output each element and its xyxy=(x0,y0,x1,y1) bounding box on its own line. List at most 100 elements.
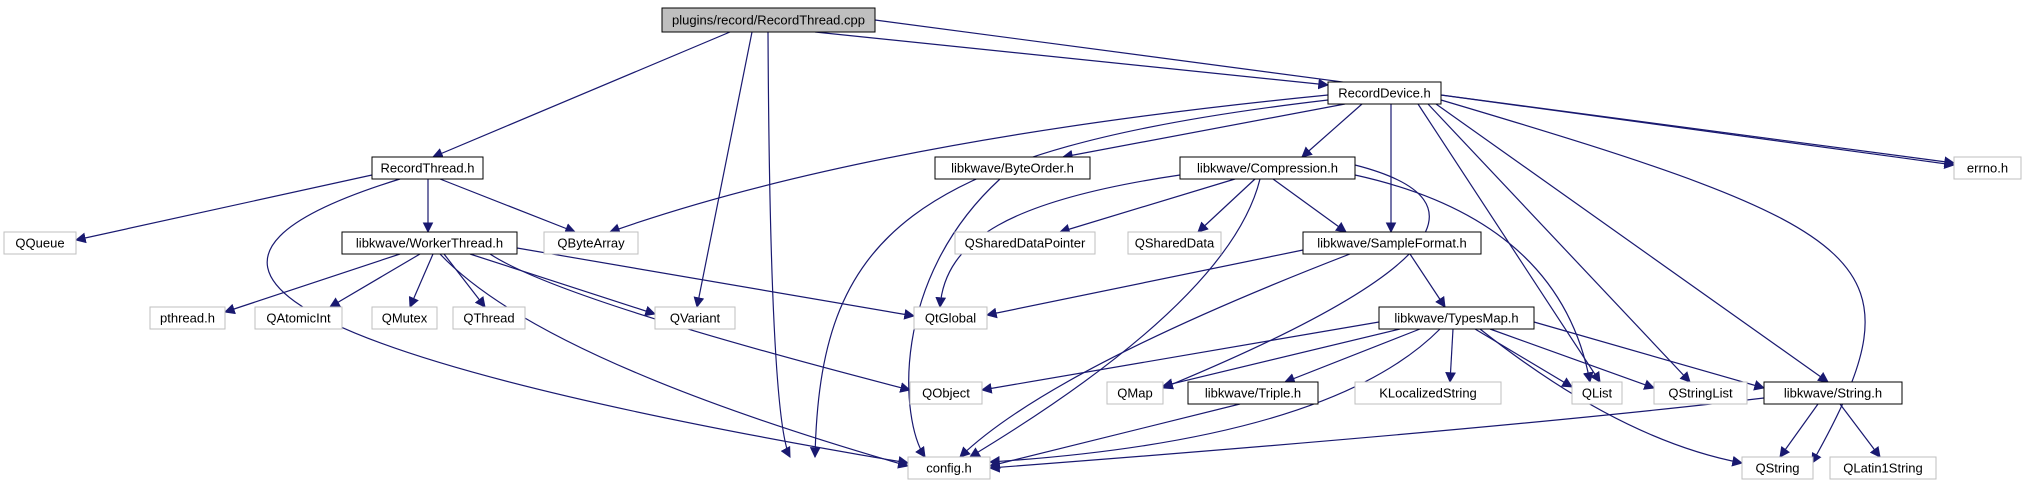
node-sampleformat[interactable]: libkwave/SampleFormat.h xyxy=(1302,231,1482,255)
edge-compression-to-sampleformat xyxy=(1272,178,1347,233)
node-label: QSharedData xyxy=(1135,236,1215,251)
node-typesmap[interactable]: libkwave/TypesMap.h xyxy=(1378,306,1535,330)
node-triple[interactable]: libkwave/Triple.h xyxy=(1187,381,1319,405)
node-box xyxy=(149,306,226,330)
node-label: libkwave/ByteOrder.h xyxy=(951,161,1074,176)
edge-typesmap-to-qobject xyxy=(980,321,1380,394)
node-box xyxy=(907,456,991,480)
node-qthread: QThread xyxy=(452,306,526,330)
node-box xyxy=(543,231,639,255)
node-qbytearray: QByteArray xyxy=(543,231,639,255)
graph-nodes: plugins/record/RecordThread.cppRecordDev… xyxy=(3,7,2022,480)
node-label: config.h xyxy=(926,461,972,476)
node-label: QAtomicInt xyxy=(266,311,331,326)
edge-root-to-recorddevice xyxy=(814,31,1330,90)
edge-recorddevice-to-config xyxy=(809,99,1329,459)
edge-recordthread-to-qqueue xyxy=(74,174,373,244)
edge-typesmap-to-klocalizedstring xyxy=(1445,328,1456,384)
node-box xyxy=(254,306,343,330)
node-qshareddata: QSharedData xyxy=(1127,231,1222,255)
node-box xyxy=(909,381,983,405)
edge-sampleformat-to-config xyxy=(959,253,1351,458)
node-box xyxy=(452,306,526,330)
node-label: libkwave/SampleFormat.h xyxy=(1317,236,1467,251)
edge-compression-to-config xyxy=(969,178,1261,458)
node-label: QVariant xyxy=(670,311,721,326)
node-label: QObject xyxy=(922,386,970,401)
edge-root-to-config xyxy=(767,31,791,458)
node-box xyxy=(1327,81,1442,105)
node-qmutex: QMutex xyxy=(371,306,438,330)
node-byteorder[interactable]: libkwave/ByteOrder.h xyxy=(934,156,1091,180)
node-box xyxy=(954,231,1096,255)
node-box xyxy=(1653,381,1748,405)
node-box xyxy=(1378,306,1535,330)
node-label: QQueue xyxy=(15,236,64,251)
edge-workerthread-to-config xyxy=(439,253,910,469)
node-compression[interactable]: libkwave/Compression.h xyxy=(1179,156,1356,180)
node-label: libkwave/TypesMap.h xyxy=(1394,311,1518,326)
node-label: libkwave/WorkerThread.h xyxy=(356,236,503,251)
node-root[interactable]: plugins/record/RecordThread.cpp xyxy=(661,7,876,33)
node-qtglobal: QtGlobal xyxy=(913,306,988,330)
edge-triple-to-config xyxy=(988,403,1241,469)
node-recorddevice[interactable]: RecordDevice.h xyxy=(1327,81,1442,105)
edge-recorddevice-to-compression xyxy=(1301,103,1363,158)
node-label: QSharedDataPointer xyxy=(965,236,1086,251)
edge-workerthread-to-qvariant xyxy=(469,253,657,317)
edge-recorddevice-to-qstring xyxy=(1440,99,1866,464)
node-box xyxy=(1302,231,1482,255)
node-label: libkwave/Compression.h xyxy=(1197,161,1338,176)
node-box xyxy=(1763,381,1903,405)
node-box xyxy=(1127,231,1222,255)
node-label: QString xyxy=(1755,461,1799,476)
edge-byteorder-to-config xyxy=(908,178,1001,458)
edge-string-to-config xyxy=(988,397,1765,473)
edge-compression-to-qshareddatapointer xyxy=(1058,178,1236,235)
edge-recorddevice-to-qbytearray xyxy=(608,94,1329,234)
edge-workerthread-to-qmutex xyxy=(408,253,434,308)
node-label: QMutex xyxy=(382,311,428,326)
edge-typesmap-to-string xyxy=(1533,321,1766,391)
edge-typesmap-to-qstring xyxy=(1479,328,1744,467)
node-string[interactable]: libkwave/String.h xyxy=(1763,381,1903,405)
node-label: QList xyxy=(1582,386,1613,401)
edge-workerthread-to-qobject xyxy=(489,253,912,393)
dependency-edges xyxy=(74,19,1956,473)
node-box xyxy=(1187,381,1319,405)
edge-root-to-recordthread xyxy=(432,31,731,159)
edge-compression-to-qlist xyxy=(1354,174,1594,384)
edge-typesmap-to-triple xyxy=(1283,328,1421,384)
node-label: QByteArray xyxy=(557,236,625,251)
node-qlatin1string: QLatin1String xyxy=(1829,456,1937,480)
edge-workerthread-to-qtglobal xyxy=(516,247,916,320)
node-box xyxy=(1179,156,1356,180)
node-label: KLocalizedString xyxy=(1379,386,1477,401)
node-box xyxy=(341,231,518,255)
edge-workerthread-to-qthread xyxy=(443,253,486,308)
node-box xyxy=(1106,381,1164,405)
node-qobject: QObject xyxy=(909,381,983,405)
node-qshareddatapointer: QSharedDataPointer xyxy=(954,231,1096,255)
node-workerthread[interactable]: libkwave/WorkerThread.h xyxy=(341,231,518,255)
edge-sampleformat-to-qtglobal xyxy=(985,249,1304,319)
node-box xyxy=(1953,156,2022,180)
node-label: pthread.h xyxy=(160,311,215,326)
node-errno: errno.h xyxy=(1953,156,2022,180)
node-box xyxy=(913,306,988,330)
edge-workerthread-to-qatomicint xyxy=(329,253,421,308)
node-box xyxy=(1354,381,1502,405)
node-box xyxy=(371,306,438,330)
edge-typesmap-to-qmap xyxy=(1161,328,1401,389)
node-box xyxy=(3,231,77,255)
node-label: plugins/record/RecordThread.cpp xyxy=(672,13,865,28)
edge-recorddevice-to-qstringlist xyxy=(1427,103,1691,383)
node-recordthread[interactable]: RecordThread.h xyxy=(371,156,484,180)
node-label: RecordDevice.h xyxy=(1338,86,1431,101)
edge-recorddevice-to-errno xyxy=(1440,94,1956,170)
node-qqueue: QQueue xyxy=(3,231,77,255)
node-label: QStringList xyxy=(1668,386,1733,401)
edge-typesmap-to-config xyxy=(988,328,1441,467)
node-box xyxy=(1741,456,1814,480)
